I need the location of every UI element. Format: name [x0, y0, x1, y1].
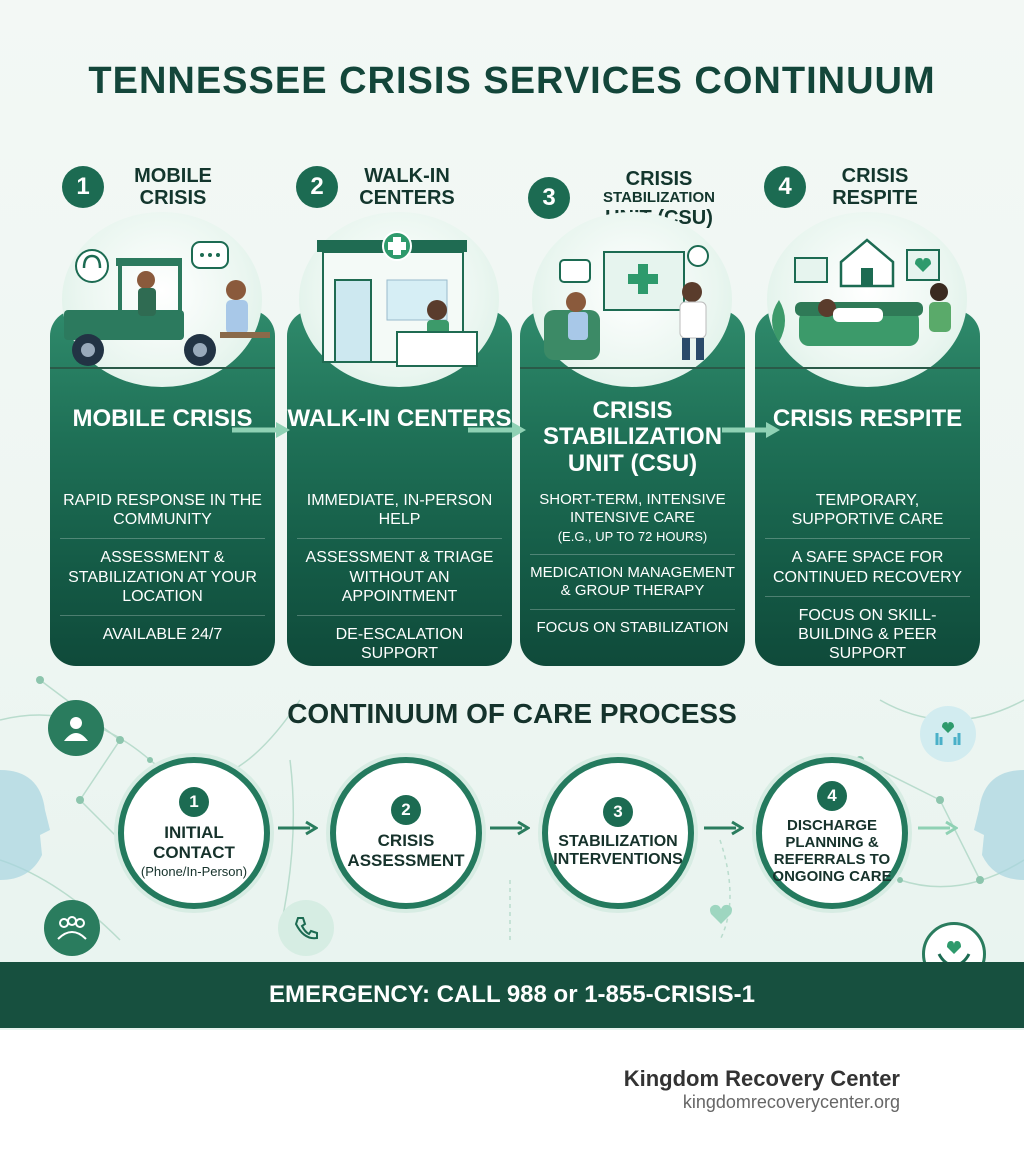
- step-number-badge: 1: [62, 166, 104, 208]
- step-number-badge: 2: [391, 795, 421, 826]
- step-number-badge: 3: [603, 796, 633, 827]
- arrow-right-icon: [468, 422, 526, 438]
- card-detail: ASSESSMENT & TRIAGE WITHOUT AN APPOINTME…: [297, 539, 502, 616]
- group-icon: [44, 900, 100, 956]
- process-step-label: INITIAL CONTACT: [153, 822, 235, 862]
- card-detail: AVAILABLE 24/7: [102, 625, 223, 643]
- scene-respite: [755, 212, 980, 387]
- arrow-right-icon: [722, 422, 780, 438]
- network-lines: [0, 676, 1024, 941]
- process-title: CONTINUUM OF CARE PROCESS: [287, 698, 737, 729]
- process-step-1: 1 INITIAL CONTACT (Phone/In-Person): [118, 757, 270, 909]
- person-icon: [48, 700, 104, 756]
- arrow-right-icon: [278, 820, 318, 836]
- plus-icon: [382, 231, 412, 261]
- card-detail: ASSESSMENT & STABILIZATION AT YOUR LOCAT…: [60, 539, 265, 616]
- service-header-title: CRISIS RESPITE: [832, 165, 918, 209]
- scene-walk-in: [287, 212, 512, 387]
- heart-icon: [710, 904, 732, 924]
- chat-icon: [191, 241, 229, 269]
- step-number-badge: 3: [528, 177, 570, 220]
- arrow-right-icon: [918, 820, 958, 836]
- card-detail: IMMEDIATE, IN-PERSON HELP: [297, 482, 502, 540]
- card-detail: RAPID RESPONSE IN THE COMMUNITY: [60, 482, 265, 540]
- hands-heart-icon: [920, 706, 976, 762]
- footer-url: kingdomrecoverycenter.org: [682, 1092, 900, 1112]
- footer-org-name: Kingdom Recovery Center: [623, 1066, 900, 1091]
- step-number-badge: 4: [817, 780, 847, 811]
- step-number-badge: 4: [764, 166, 806, 208]
- emergency-banner: EMERGENCY: CALL 988 or 1-855-CRISIS-1: [0, 962, 1024, 1028]
- process-step-4: 4 DISCHARGE PLANNING & REFERRALS TO ONGO…: [756, 757, 908, 909]
- arrow-right-icon: [232, 422, 290, 438]
- card-title: WALK-IN CENTERS: [287, 405, 512, 432]
- service-header-title: WALK-IN CENTERS: [359, 165, 455, 209]
- step-number-badge: 1: [179, 786, 209, 817]
- card-detail: TEMPORARY, SUPPORTIVE CARE: [765, 482, 970, 540]
- header-line: STABILIZATION: [603, 189, 715, 206]
- scene-csu: [520, 212, 745, 387]
- step-number-badge: 2: [296, 166, 338, 208]
- card-detail: MEDICATION MANAGEMENT & GROUP THERAPY: [530, 555, 735, 610]
- card-detail: A SAFE SPACE FOR CONTINUED RECOVERY: [765, 539, 970, 597]
- phone-icon: [278, 900, 334, 956]
- card-details: RAPID RESPONSE IN THE COMMUNITY ASSESSME…: [60, 482, 265, 653]
- service-header-2: 2 WALK-IN CENTERS: [296, 165, 462, 209]
- card-detail: FOCUS ON SKILL-BUILDING & PEER SUPPORT: [798, 606, 937, 663]
- service-card-csu: CRISIS STABILIZATION UNIT (CSU) SHORT-TE…: [520, 310, 745, 666]
- card-detail: DE-ESCALATION SUPPORT: [335, 625, 464, 663]
- card-details: IMMEDIATE, IN-PERSON HELP ASSESSMENT & T…: [297, 482, 502, 672]
- heart-icon: [906, 249, 940, 281]
- headset-icon: [75, 249, 109, 283]
- card-detail: (e.g., UP TO 72 HOURS): [530, 527, 735, 555]
- card-detail: FOCUS ON STABILIZATION: [536, 618, 729, 636]
- card-title: CRISIS STABILIZATION UNIT (CSU): [542, 397, 723, 477]
- header-line: CRISIS: [625, 168, 693, 190]
- card-details: TEMPORARY, SUPPORTIVE CARE A SAFE SPACE …: [765, 482, 970, 672]
- process-step-3: 3 STABILIZATION INTERVENTIONS: [542, 757, 694, 909]
- service-header-4: 4 CRISIS RESPITE: [764, 165, 930, 209]
- card-title: MOBILE CRISIS: [72, 405, 253, 432]
- page-title: TENNESSEE CRISIS SERVICES CONTINUUM: [88, 60, 936, 102]
- process-step-2: 2 CRISIS ASSESSMENT: [330, 757, 482, 909]
- service-header-title: MOBILE CRISIS: [134, 165, 212, 209]
- process-step-label: DISCHARGE PLANNING & REFERRALS TO ONGOIN…: [772, 816, 892, 886]
- infographic-canvas: TENNESSEE CRISIS SERVICES CONTINUUM 1 MO…: [0, 0, 1024, 1030]
- card-details: SHORT-TERM, INTENSIVE INTENSIVE CARE (e.…: [530, 482, 735, 646]
- arrow-right-icon: [490, 820, 530, 836]
- scene-mobile-crisis: [50, 212, 275, 387]
- service-header-1: 1 MOBILE CRISIS: [62, 165, 228, 209]
- card-title: CRISIS RESPITE: [772, 405, 963, 432]
- house-icon: [839, 238, 895, 288]
- process-step-sub: (Phone/In-Person): [140, 864, 248, 880]
- card-detail: SHORT-TERM, INTENSIVE INTENSIVE CARE: [539, 491, 726, 526]
- process-step-label: STABILIZATION INTERVENTIONS: [553, 832, 683, 868]
- process-step-label: CRISIS ASSESSMENT: [347, 831, 465, 870]
- service-card-mobile-crisis: MOBILE CRISIS RAPID RESPONSE IN THE COMM…: [50, 310, 275, 666]
- arrow-right-icon: [704, 820, 744, 836]
